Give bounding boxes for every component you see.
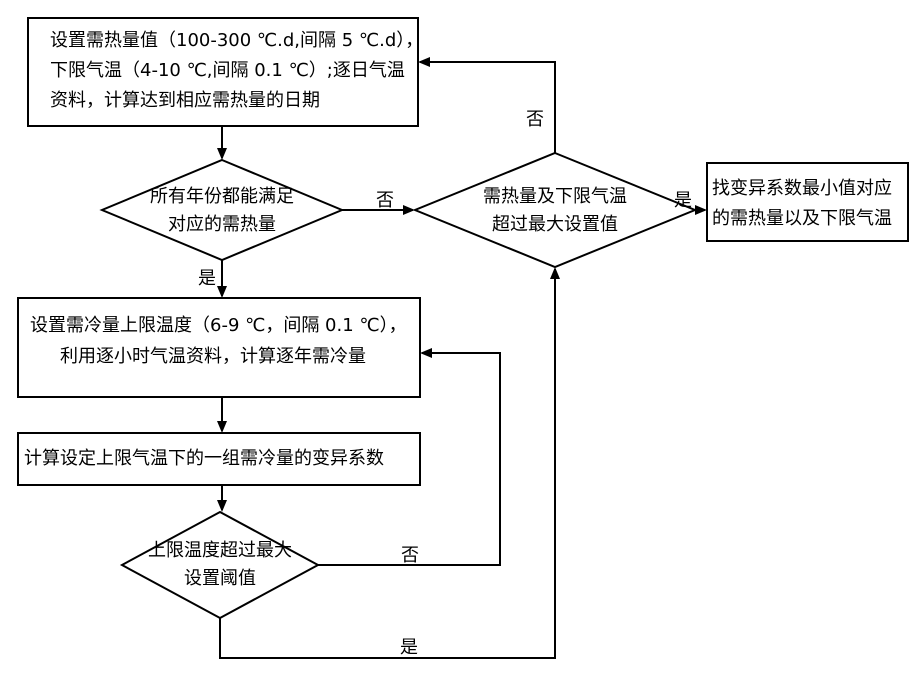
diamond-all-years-line-1: 所有年份都能满足 xyxy=(150,186,294,207)
diamond-all-years xyxy=(99,158,345,262)
edge-label-yes-right: 是 xyxy=(674,190,692,211)
diamond-exceed-cool-line-1: 上限温度超过最大 xyxy=(148,540,292,561)
box-init-heat-line-1: 设置需热量值（100-300 ℃.d,间隔 5 ℃.d）， xyxy=(50,30,424,51)
diamond-exceed-heat-line-1: 需热量及下限气温 xyxy=(483,186,627,207)
diamond-exceed-cool-line-2: 设置阈值 xyxy=(184,568,256,589)
edge-label-yes-down: 是 xyxy=(198,268,216,289)
diamond-exceed-heat xyxy=(412,151,698,269)
box-set-cool xyxy=(17,297,421,398)
box-calc-cv xyxy=(17,432,421,486)
box-init-heat-line-2: 下限气温（4-10 ℃,间隔 0.1 ℃）;逐日气温 xyxy=(50,60,405,81)
box-find-min-line-2: 的需热量以及下限气温 xyxy=(712,208,892,229)
edge-label-no-top: 否 xyxy=(526,109,544,130)
edge-exceed-cool-yes xyxy=(219,267,560,659)
box-set-cool-line-2: 利用逐小时气温资料，计算逐年需冷量 xyxy=(60,346,366,367)
diamond-exceed-cool xyxy=(119,510,321,620)
box-find-min-line-1: 找变异系数最小值对应 xyxy=(712,178,892,199)
diamond-all-years-line-2: 对应的需热量 xyxy=(168,214,276,235)
box-set-cool-line-1: 设置需冷量上限温度（6-9 ℃，间隔 0.1 ℃）， xyxy=(30,315,407,336)
edge-exceed-cool-no xyxy=(318,348,501,566)
edge-label-no-mid: 否 xyxy=(376,190,394,211)
diamond-exceed-heat-line-2: 超过最大设置值 xyxy=(492,214,618,235)
box-calc-cv-line-1: 计算设定上限气温下的一组需冷量的变异系数 xyxy=(24,448,384,469)
box-init-heat-line-3: 资料，计算达到相应需热量的日期 xyxy=(50,90,320,111)
edge-label-yes-bottom: 是 xyxy=(400,637,418,658)
box-find-min xyxy=(706,162,909,242)
edge-label-no-loop: 否 xyxy=(401,545,419,566)
edge-exceed-heat-no xyxy=(418,57,556,153)
